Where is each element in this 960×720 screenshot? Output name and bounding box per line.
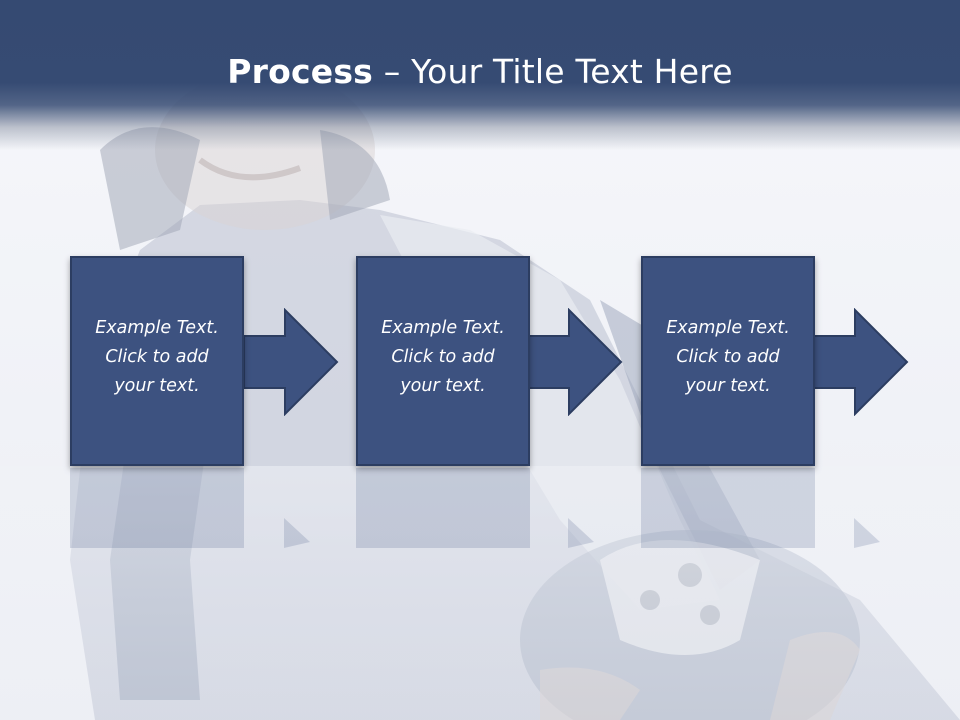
process-step-box[interactable]: Example Text. Click to add your text. xyxy=(356,256,530,466)
process-step-box[interactable]: Example Text. Click to add your text. xyxy=(70,256,244,466)
reflection-fade xyxy=(0,466,960,720)
arrow-icon xyxy=(813,308,909,416)
step-text[interactable]: Example Text. Click to add your text. xyxy=(381,318,505,396)
process-step-box[interactable]: Example Text. Click to add your text. xyxy=(641,256,815,466)
arrow-icon xyxy=(527,308,623,416)
slide-title[interactable]: Process – Your Title Text Here xyxy=(0,52,960,91)
step-text[interactable]: Example Text. Click to add your text. xyxy=(666,318,790,396)
step-reflection xyxy=(70,468,880,548)
title-bar xyxy=(0,0,960,150)
arrow-icon xyxy=(243,308,339,416)
step-text[interactable]: Example Text. Click to add your text. xyxy=(95,318,219,396)
title-rest-text: – Your Title Text Here xyxy=(373,52,733,91)
title-bold-text: Process xyxy=(227,52,374,91)
